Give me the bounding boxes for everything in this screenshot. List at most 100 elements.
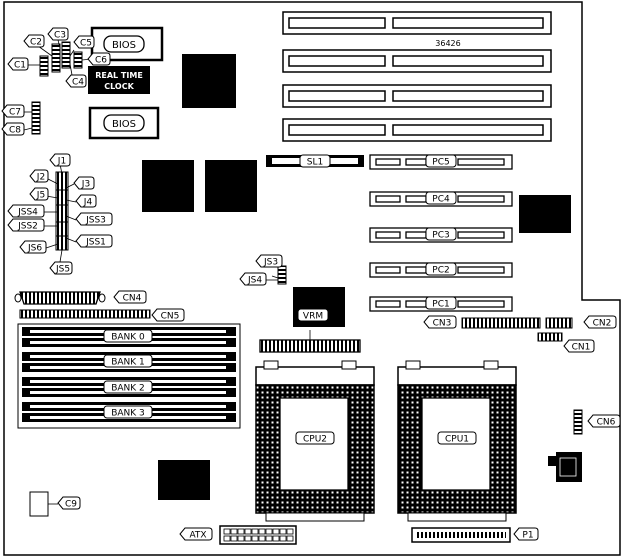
label-text-js3: JS3 [263,258,278,268]
cpu1-socket [397,360,517,522]
label-js3: JS3 [255,254,283,268]
label-text-j2: J2 [36,173,45,183]
label-jss2: JSS2 [7,218,45,232]
label-p1: P1 [513,527,539,541]
label-text-c7: C7 [9,108,21,118]
label-text-cn1: CN1 [572,343,591,353]
capacitor-cluster [29,41,83,517]
label-pc3: PC3 [425,227,457,241]
isa-slots [282,11,552,142]
label-text-j5: J5 [36,191,45,201]
label-text-cpu2: CPU2 [303,435,327,445]
label-text-bank0: BANK 0 [111,333,145,343]
label-text-sl1: SL1 [307,158,323,168]
cn6-connector [573,409,583,435]
label-bank2: BANK 2 [103,380,153,394]
label-atx: ATX [179,527,213,541]
cpu2-socket [255,360,375,522]
label-jss4: JSS4 [7,204,45,218]
label-text-cpu1: CPU1 [445,435,469,445]
label-j1: J1 [49,153,71,167]
label-js5: JS5 [49,261,73,275]
label-c5: C5 [73,35,95,49]
cn4-connector [19,291,101,305]
bios-lower-label: BIOS [112,119,136,130]
label-text-atx: ATX [189,531,206,541]
label-cn5: CN5 [151,308,185,322]
label-text-vrm: VRM [303,312,323,322]
rtc-label-line1: REAL TIME [95,71,143,80]
cn2-connector [545,317,573,329]
label-text-p1: P1 [522,531,533,541]
label-c4: C4 [65,74,87,88]
label-text-c9: C9 [65,500,77,510]
board-outline [3,1,621,556]
label-c8: C8 [1,122,25,136]
jumper-js3-pins [277,265,287,285]
label-cn4: CN4 [113,290,147,304]
label-text-c2: C2 [30,38,42,48]
label-text-c8: C8 [9,126,21,136]
label-text-jss1: JSS1 [85,238,106,248]
label-text-cn6: CN6 [597,418,616,428]
label-text-pc2: PC2 [432,266,449,276]
bios-upper-label: BIOS [112,40,136,51]
label-text-bank2: BANK 2 [111,384,145,394]
label-text-j4: J4 [83,198,93,208]
label-text-pc3: PC3 [432,231,449,241]
label-text-j3: J3 [81,180,90,190]
label-text-js5: JS5 [55,265,70,275]
label-c3: C3 [47,27,69,41]
board-code: 36426 [435,39,460,48]
chipsets [142,54,571,500]
label-js6: JS6 [19,240,47,254]
label-j5: J5 [29,187,49,201]
label-text-cn4: CN4 [123,294,142,304]
label-jss3: JSS3 [75,212,113,226]
vrm-connector [259,339,361,353]
label-text-cn3: CN3 [433,319,452,329]
label-c1: C1 [7,57,29,71]
label-js4: JS4 [239,272,267,286]
label-sl1: SL1 [299,154,331,168]
label-j3: J3 [73,176,95,190]
label-c6: C6 [87,52,111,66]
label-text-bank1: BANK 1 [111,358,145,368]
label-c2: C2 [23,34,45,48]
cn5-connector [19,309,151,319]
label-text-pc4: PC4 [432,195,450,205]
label-bank3: BANK 3 [103,405,153,419]
label-cn3: CN3 [423,315,457,329]
label-cpu1: CPU1 [437,431,477,445]
label-text-js6: JS6 [27,244,42,254]
label-bank0: BANK 0 [103,329,153,343]
label-j2: J2 [29,169,49,183]
label-j4: J4 [75,194,97,208]
label-pc1: PC1 [425,296,457,310]
label-text-j1: J1 [57,157,66,167]
real-time-clock [88,66,150,94]
label-text-c4: C4 [72,78,84,88]
label-text-bank3: BANK 3 [111,409,145,419]
label-text-c3: C3 [54,31,66,41]
label-text-cn5: CN5 [161,312,180,322]
label-c9: C9 [57,496,81,510]
label-text-pc5: PC5 [432,158,449,168]
label-bank1: BANK 1 [103,354,153,368]
label-pc2: PC2 [425,262,457,276]
label-text-cn2: CN2 [593,319,612,329]
label-cn6: CN6 [587,414,621,428]
cn1-connector [537,332,563,342]
cn3-connector [461,317,541,329]
rtc-label-line2: CLOCK [104,82,134,91]
label-text-jss4: JSS4 [17,208,38,218]
label-pc5: PC5 [425,154,457,168]
label-text-jss2: JSS2 [17,222,38,232]
label-text-jss3: JSS3 [85,216,106,226]
label-vrm: VRM [297,308,329,322]
label-cn1: CN1 [563,339,595,353]
label-text-js4: JS4 [247,276,262,286]
label-c7: C7 [1,104,25,118]
